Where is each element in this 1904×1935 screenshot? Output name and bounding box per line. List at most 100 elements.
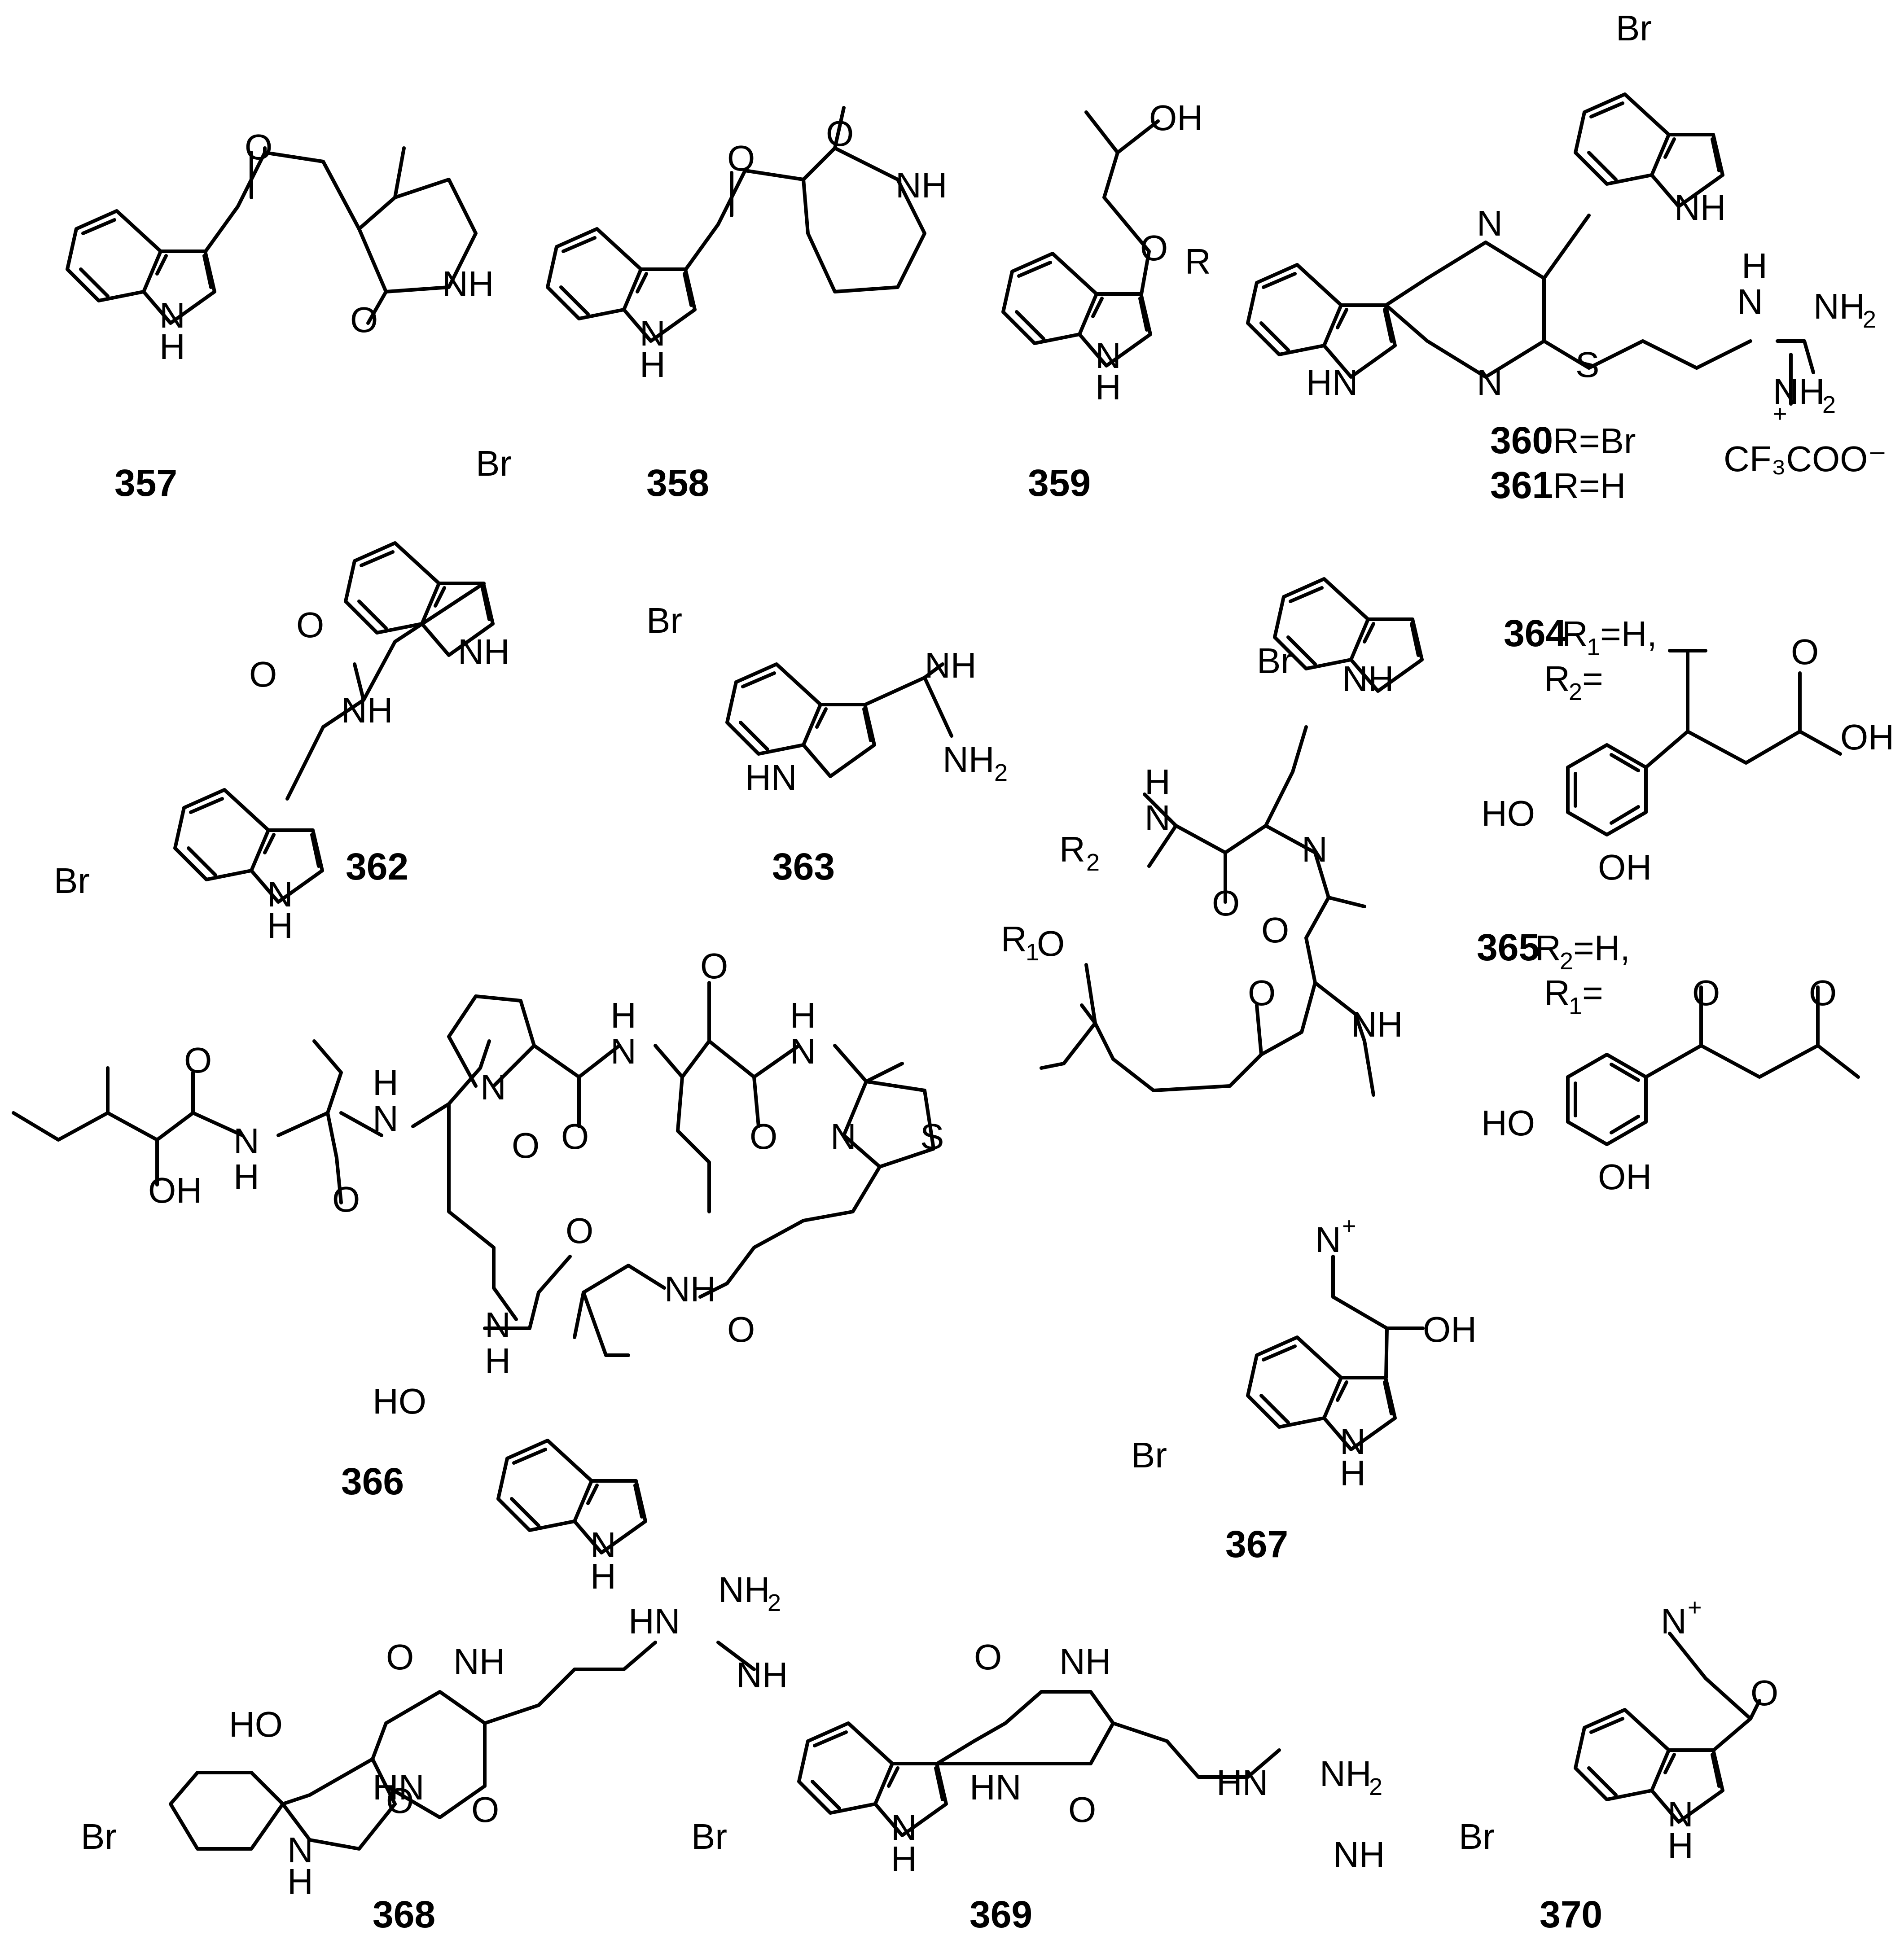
atom-H: H <box>287 1861 313 1901</box>
atom-HN: HN <box>628 1601 680 1641</box>
atom-N: N <box>159 295 185 335</box>
atom-N: N <box>485 1305 511 1345</box>
atom-N: N <box>590 1525 616 1565</box>
atom-O: O <box>471 1790 499 1830</box>
atom-N: N <box>287 1830 313 1870</box>
compound-362-structure <box>175 543 493 902</box>
atom-N: N <box>1667 1794 1693 1834</box>
atom-N: N <box>1315 1220 1341 1260</box>
atom-O: O <box>386 1637 414 1677</box>
atom-O: O <box>245 127 272 167</box>
atom-O: O <box>1261 910 1289 950</box>
atom-NH: NH <box>736 1655 788 1695</box>
substituent-364-structure <box>1568 649 1842 835</box>
compound-358-structure <box>548 106 926 341</box>
atom-O: O <box>561 1116 589 1156</box>
atom-OH: OH <box>1598 847 1652 887</box>
atom-N: N <box>373 1099 399 1138</box>
atom-O: O <box>974 1637 1002 1677</box>
substituent-label: R=Br <box>1553 421 1636 461</box>
atom-OH: OH <box>1149 98 1203 138</box>
atom-O: O <box>1037 924 1065 963</box>
atom-N: N <box>1095 336 1121 376</box>
compound-363-structure <box>727 662 953 776</box>
atom-Br: Br <box>81 1817 117 1856</box>
compound-number: 357 <box>114 462 177 504</box>
atom-Br: Br <box>1257 641 1293 681</box>
atom-O: O <box>1248 973 1276 1013</box>
atom-N: N <box>233 1121 259 1161</box>
atom-HO: HO <box>1481 1103 1535 1143</box>
compound-359-structure <box>1003 110 1160 366</box>
atom-O: O <box>826 114 854 153</box>
atom-Br: Br <box>1616 8 1652 48</box>
atom-H: H <box>1145 762 1171 802</box>
atom-O: O <box>750 1116 777 1156</box>
atom-R2: R <box>1535 928 1561 968</box>
atom-NH: NH <box>664 1269 716 1309</box>
substituent-label: =H, <box>1573 928 1630 968</box>
atom-Br: Br <box>476 443 512 483</box>
compound-368-structure <box>169 1641 756 1851</box>
atom-NH: NH <box>1674 188 1726 228</box>
atom-H: H <box>233 1157 259 1197</box>
substituent-label: =H, <box>1600 614 1657 654</box>
atom-NH: NH <box>341 690 393 730</box>
atom-N: N <box>640 313 666 353</box>
compound-number: 361 <box>1490 464 1553 506</box>
charge-plus: + <box>1773 400 1787 427</box>
atom-H: H <box>590 1556 616 1596</box>
atom-O: O <box>1212 883 1240 923</box>
compound-366-structure <box>12 981 935 1553</box>
atom-R: R <box>1185 241 1211 281</box>
atom-H: H <box>485 1341 511 1381</box>
subscript: 2 <box>1569 679 1582 705</box>
atom-NH: NH <box>1342 659 1394 699</box>
atom-NH: NH <box>442 264 494 304</box>
compound-number: 368 <box>373 1893 435 1935</box>
atom-HN: HN <box>745 757 797 797</box>
subscript: 2 <box>1560 948 1573 975</box>
substituent-label: R=H <box>1553 466 1626 506</box>
subscript: 2 <box>994 759 1008 786</box>
compound-number: 370 <box>1540 1893 1602 1935</box>
atom-NH2: NH <box>1813 286 1865 326</box>
atom-NH2: NH <box>943 740 995 779</box>
compound-number: 363 <box>772 845 835 888</box>
atom-H: H <box>373 1063 399 1103</box>
counterion: CF₃COO⁻ <box>1724 439 1887 479</box>
atom-HN: HN <box>1216 1763 1268 1803</box>
atom-Br: Br <box>54 861 90 901</box>
atom-O: O <box>1791 632 1819 672</box>
atom-Br: Br <box>1131 1435 1167 1475</box>
atom-OH: OH <box>148 1170 202 1210</box>
atom-O: O <box>700 946 728 986</box>
atom-NH2: NH <box>1773 372 1825 412</box>
atom-O: O <box>1809 973 1837 1013</box>
atom-O: O <box>296 605 324 645</box>
compound-number: 365 <box>1477 926 1540 968</box>
atom-R2: R <box>1544 659 1570 699</box>
atom-H: H <box>159 327 185 367</box>
subscript: 2 <box>1369 1773 1382 1800</box>
atom-N: N <box>830 1116 856 1156</box>
charge-plus: + <box>1688 1594 1702 1621</box>
subscript: 2 <box>1086 849 1100 876</box>
substituent-365-structure <box>1568 985 1860 1144</box>
atom-N: N <box>891 1808 917 1847</box>
subscript: 2 <box>1863 306 1876 333</box>
atom-R1: R <box>1562 614 1588 654</box>
atom-O: O <box>249 654 277 694</box>
subscript: 2 <box>1822 391 1836 418</box>
atom-R2: R <box>1059 829 1085 869</box>
atom-N: N <box>1661 1601 1687 1641</box>
compound-364-365-structure <box>1040 579 1422 1097</box>
atom-S: S <box>920 1116 944 1156</box>
atom-H: H <box>1667 1826 1693 1865</box>
atom-N: N <box>1477 203 1503 243</box>
atom-HN: HN <box>970 1767 1022 1807</box>
atom-NH: NH <box>1333 1834 1385 1874</box>
compound-367-structure <box>1248 1255 1425 1449</box>
subscript: 1 <box>1569 993 1582 1020</box>
